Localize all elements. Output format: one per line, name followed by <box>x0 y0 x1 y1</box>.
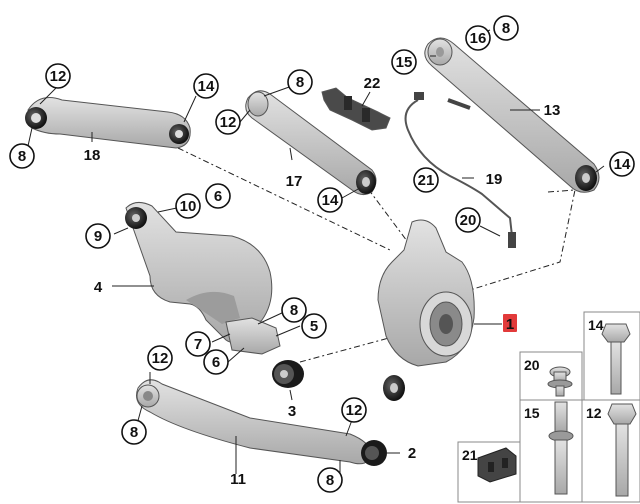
sensor-cable-19[interactable] <box>404 92 516 248</box>
callout-circle-8-a: 8 <box>9 143 35 169</box>
part-label-11: 11 <box>230 471 246 488</box>
trailing-arm-4[interactable] <box>125 202 281 355</box>
callout-circle-14-c: 14 <box>609 151 635 177</box>
control-arm-17[interactable] <box>245 90 377 196</box>
callout-circle-12-b: 12 <box>215 109 241 135</box>
wheel-carrier-1[interactable] <box>377 219 475 401</box>
callout-number: 8 <box>18 148 26 165</box>
callout-circle-12-a: 12 <box>45 63 71 89</box>
callout-circle-21: 21 <box>413 167 439 193</box>
bracket-22[interactable] <box>321 87 391 131</box>
callout-circle-5: 5 <box>301 313 327 339</box>
callout-circle-8-d: 8 <box>281 297 307 323</box>
callout-circle-8-b: 8 <box>287 69 313 95</box>
callout-number: 8 <box>502 20 510 37</box>
control-arm-11[interactable] <box>136 379 373 465</box>
callout-number: 8 <box>296 74 304 91</box>
fastener-21-clip[interactable]: 21 <box>462 447 517 483</box>
control-arm-13[interactable] <box>424 37 600 193</box>
callout-number: 15 <box>396 54 413 71</box>
part-label-1: 1 <box>506 316 514 333</box>
callout-circle-14-a: 14 <box>193 73 219 99</box>
callout-number: 8 <box>130 424 138 441</box>
callout-number: 14 <box>322 192 339 209</box>
callout-circle-14-b: 14 <box>317 187 343 213</box>
callout-number: 12 <box>346 402 363 419</box>
fastener-15-bolt[interactable]: 15 <box>524 401 574 495</box>
part-label-13: 13 <box>544 102 561 119</box>
callout-number: 10 <box>180 198 197 215</box>
leader-lines <box>27 29 605 476</box>
callout-number: 21 <box>418 172 435 189</box>
fastener-label-15: 15 <box>524 405 540 421</box>
part-label-19: 19 <box>486 171 503 188</box>
callout-number: 14 <box>614 156 631 173</box>
fastener-12-bolt[interactable]: 12 <box>586 403 637 497</box>
callout-number: 12 <box>50 68 67 85</box>
callout-circle-8-e: 8 <box>121 419 147 445</box>
callout-circle-12-d: 12 <box>341 397 367 423</box>
part-label-18: 18 <box>84 147 101 164</box>
fastener-label-12: 12 <box>586 405 602 421</box>
fastener-label-14: 14 <box>588 317 604 333</box>
fastener-14-bolt[interactable]: 14 <box>588 317 631 395</box>
callout-number: 12 <box>220 114 237 131</box>
part-label-17: 17 <box>286 173 303 190</box>
callout-circle-9: 9 <box>85 223 111 249</box>
part-label-3: 3 <box>288 403 296 420</box>
callout-circle-6-b: 6 <box>203 349 229 375</box>
callout-circle-8-f: 8 <box>317 467 343 493</box>
callout-number: 9 <box>94 228 102 245</box>
callout-circle-12-c: 12 <box>147 345 173 371</box>
callout-circle-7: 7 <box>185 331 211 357</box>
callout-circle-8-c: 8 <box>493 15 519 41</box>
callout-number: 6 <box>214 188 222 205</box>
fastener-20-bolt[interactable]: 20 <box>524 357 573 397</box>
fastener-label-21: 21 <box>462 447 478 463</box>
callout-number: 16 <box>470 30 487 47</box>
callout-number: 7 <box>194 336 202 353</box>
callout-circle-20: 20 <box>455 207 481 233</box>
part-label-1-highlighted: 1 <box>503 314 517 333</box>
callout-circle-10: 10 <box>175 193 201 219</box>
callout-circle-16: 16 <box>465 25 491 51</box>
callout-circle-6-a: 6 <box>205 183 231 209</box>
callout-number: 8 <box>290 302 298 319</box>
fastener-label-20: 20 <box>524 357 540 373</box>
callout-number: 8 <box>326 472 334 489</box>
callout-number: 5 <box>310 318 318 335</box>
callout-number: 12 <box>152 350 169 367</box>
callout-number: 14 <box>198 78 215 95</box>
alignment-lines <box>177 147 576 363</box>
part-label-2: 2 <box>408 445 416 462</box>
part-label-4: 4 <box>94 279 103 296</box>
bushing-3[interactable] <box>272 360 304 388</box>
part-label-22: 22 <box>364 75 381 92</box>
callout-circle-15: 15 <box>391 49 417 75</box>
control-arm-18[interactable] <box>25 97 191 149</box>
bushing-2[interactable] <box>361 440 387 466</box>
callout-number: 6 <box>212 354 220 371</box>
callout-number: 20 <box>460 212 477 229</box>
